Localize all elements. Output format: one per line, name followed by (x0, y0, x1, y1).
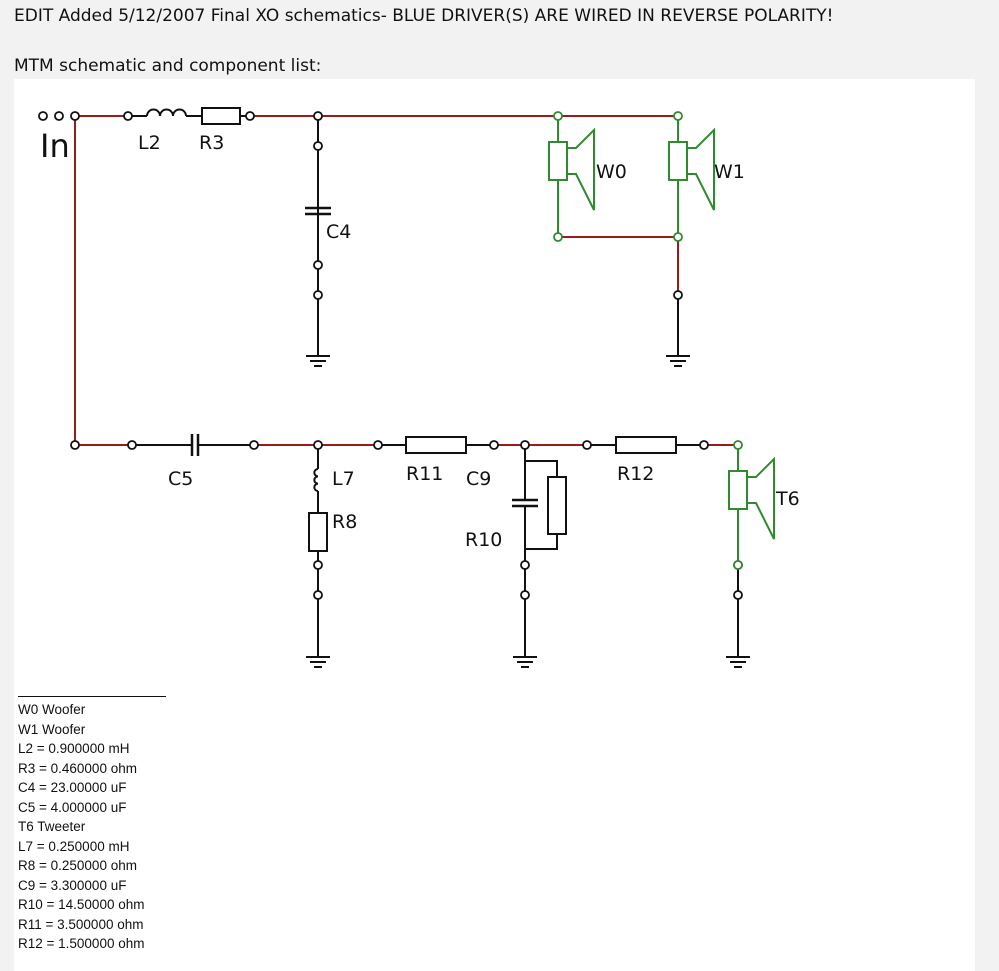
terminal-node (520, 560, 530, 570)
component-list-item: R11 = 3.500000 ohm (18, 916, 144, 932)
component-list-item: T6 Tweeter (18, 819, 86, 834)
terminal-node (582, 440, 592, 450)
schematic-components (146, 107, 750, 668)
terminal-node (313, 290, 323, 300)
driver-t6 (728, 445, 775, 565)
driver-cone (566, 127, 595, 211)
wire (524, 445, 558, 477)
terminal-node (673, 232, 683, 242)
terminal-node (373, 440, 383, 450)
driver-cone (686, 127, 715, 211)
component-list-item: W1 Woofer (18, 721, 86, 737)
ground-symbol (306, 635, 330, 668)
resistor-r8 (308, 512, 328, 552)
edit-note: EDIT Added 5/12/2007 Final XO schematics… (14, 6, 834, 26)
schematic-caption: MTM schematic and component list: (14, 56, 322, 76)
label-W1: W1 (714, 161, 745, 183)
ground-symbol (306, 334, 330, 367)
component-list-item: W0 Woofer (18, 702, 86, 717)
label-C5: C5 (168, 468, 193, 490)
resistor-r10 (547, 476, 567, 535)
resistor-r12 (615, 436, 677, 454)
schematic-drivers (548, 116, 775, 565)
driver-magnet (548, 141, 568, 181)
ground-symbol (513, 635, 537, 668)
component-list-item: R3 = 0.460000 ohm (18, 760, 137, 776)
driver-magnet (728, 470, 748, 510)
terminal-node (127, 440, 137, 450)
terminal-node (553, 111, 563, 121)
ground-symbol (726, 635, 750, 668)
terminal-node (520, 590, 530, 600)
label-L2: L2 (138, 132, 161, 154)
terminal-node (673, 290, 683, 300)
terminal-node (249, 440, 259, 450)
label-R11: R11 (406, 463, 443, 485)
terminal-node (313, 590, 323, 600)
ground-symbol (666, 334, 690, 367)
resistor-r11 (405, 436, 467, 454)
label-R12: R12 (617, 463, 654, 485)
terminal-node (54, 111, 64, 121)
inductor-l7 (313, 468, 319, 492)
label-C4: C4 (326, 221, 351, 243)
component-list-item: C4 = 23.00000 uF (18, 780, 127, 795)
input-label: In (40, 127, 70, 165)
terminal-node (313, 560, 323, 570)
component-list-item: L2 = 0.900000 mH (18, 741, 130, 756)
driver-magnet (668, 141, 688, 181)
list-divider (18, 696, 166, 697)
driver-w1 (668, 116, 715, 237)
label-C9: C9 (466, 468, 491, 490)
terminal-node (313, 111, 323, 121)
label-R8: R8 (332, 511, 357, 533)
terminal-node (38, 111, 48, 121)
terminal-node (123, 111, 133, 121)
terminal-node (733, 560, 743, 570)
capacitor-c4 (305, 206, 331, 216)
label-R10: R10 (465, 529, 502, 551)
capacitor-c5 (190, 434, 200, 456)
inductor-l2 (146, 108, 187, 117)
terminal-node (313, 440, 323, 450)
terminal-node (553, 232, 563, 242)
component-list-item: C9 = 3.300000 uF (18, 877, 127, 893)
label-T6: T6 (775, 488, 800, 510)
terminal-node (313, 141, 323, 151)
component-list-item: L7 = 0.250000 mH (18, 838, 130, 854)
label-R3: R3 (199, 132, 224, 154)
component-list-item: R10 = 14.50000 ohm (18, 897, 145, 912)
label-L7: L7 (332, 468, 355, 490)
resistor-r3 (201, 107, 241, 125)
schematic-nodes (38, 111, 743, 600)
component-list-item: R12 = 1.500000 ohm (18, 936, 145, 951)
schematic-wires (74, 115, 739, 635)
terminal-node (489, 440, 499, 450)
terminal-node (245, 111, 255, 121)
terminal-node (673, 111, 683, 121)
terminal-node (733, 440, 743, 450)
capacitor-c9 (512, 498, 538, 508)
terminal-node (699, 440, 709, 450)
terminal-node (733, 590, 743, 600)
component-list-item: R8 = 0.250000 ohm (18, 858, 137, 873)
terminal-node (70, 440, 80, 450)
component-list: W0 Woofer W1 Woofer L2 = 0.900000 mH R3 = 0… (18, 700, 144, 954)
label-W0: W0 (596, 161, 627, 183)
terminal-node (70, 111, 80, 121)
wire (525, 534, 558, 550)
driver-cone (746, 456, 775, 540)
component-list-item: C5 = 4.000000 uF (18, 799, 127, 815)
driver-w0 (548, 116, 595, 237)
terminal-node (520, 440, 530, 450)
terminal-node (313, 260, 323, 270)
